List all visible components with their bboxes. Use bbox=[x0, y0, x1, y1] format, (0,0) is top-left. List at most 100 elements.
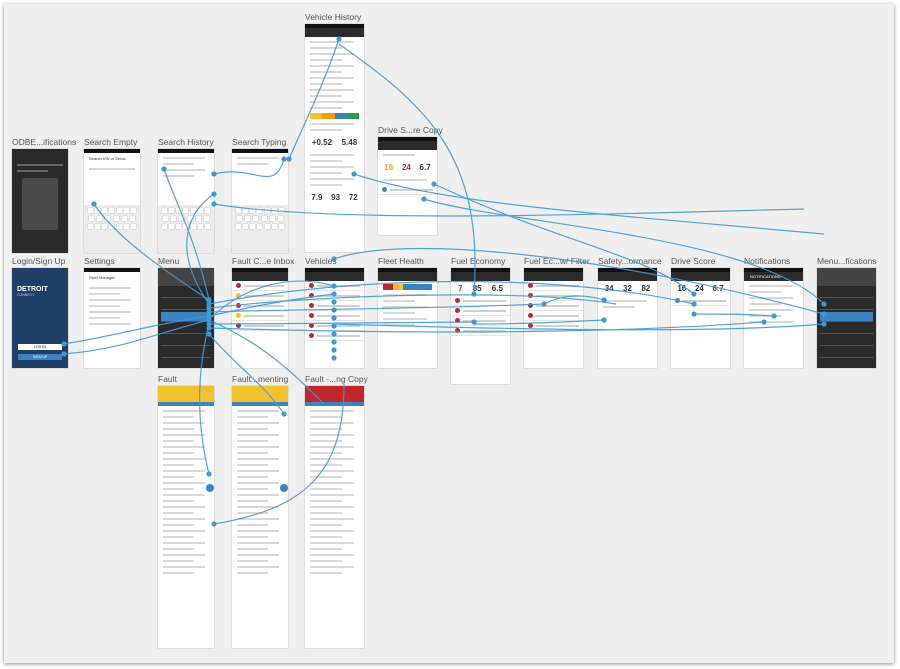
menu-item[interactable] bbox=[161, 300, 211, 310]
screen-menu[interactable]: Menu bbox=[158, 256, 214, 368]
phone-frame bbox=[524, 268, 583, 368]
action-fab[interactable] bbox=[280, 484, 288, 492]
safety-scores: 34 32 82 bbox=[604, 284, 651, 293]
screen-vehicle-history[interactable]: Vehicle History +0.52 5.48 7.9 93 72 bbox=[305, 12, 364, 252]
drive-scores: 16 24 6.7 bbox=[384, 163, 431, 172]
app-bar bbox=[305, 386, 364, 402]
keyboard[interactable] bbox=[84, 205, 140, 253]
drive-score-values: 16 24 6.7 bbox=[677, 284, 724, 293]
device-image bbox=[22, 178, 58, 230]
screen-label: Menu...fications bbox=[817, 256, 877, 266]
screen-label: Notifications bbox=[744, 256, 791, 266]
screen-fleet-health[interactable]: Fleet Health bbox=[378, 256, 437, 368]
signup-button[interactable]: SIGN UP bbox=[18, 354, 62, 360]
menu-item[interactable] bbox=[820, 300, 873, 310]
screen-search-typing[interactable]: Search Typing bbox=[232, 137, 288, 253]
phone-frame: +0.52 5.48 7.9 93 72 bbox=[305, 24, 364, 252]
screen-search-empty[interactable]: Search Empty Search VIN or Serial bbox=[84, 137, 140, 253]
app-bar bbox=[158, 386, 214, 402]
phone-frame bbox=[12, 149, 68, 253]
screen-label: Search Typing bbox=[232, 137, 287, 147]
phone-frame bbox=[158, 268, 214, 368]
screen-fault-commenting[interactable]: Fault...menting bbox=[232, 374, 288, 648]
screen-label: Vehicle History bbox=[305, 12, 362, 22]
phone-frame: NOTIFICATIONS bbox=[744, 268, 803, 368]
screen-drive-score-copy[interactable]: Drive S...re Copy 16 24 6.7 bbox=[378, 125, 443, 235]
screen-fuel-filter[interactable]: Fuel Ec...w/ Filter bbox=[524, 256, 590, 368]
screen-label: Vehicles bbox=[305, 256, 337, 266]
search-input[interactable]: Search VIN or Serial bbox=[89, 156, 126, 161]
screen-label: Safety...ormance bbox=[598, 256, 662, 266]
screen-label: Search Empty bbox=[84, 137, 138, 147]
brand-logo: DETROIT bbox=[17, 286, 48, 293]
keyboard[interactable] bbox=[158, 205, 214, 253]
phone-frame: Search VIN or Serial bbox=[84, 149, 140, 253]
phone-frame bbox=[305, 386, 364, 648]
brand-subtitle: CONNECT bbox=[17, 293, 35, 297]
app-bar bbox=[378, 141, 437, 150]
vehicle-stats: 7.9 93 72 bbox=[311, 193, 358, 202]
screen-obde-notifications[interactable]: ODBE...ifications bbox=[12, 137, 76, 253]
fleet-health-bar bbox=[383, 284, 432, 290]
phone-frame: 16 24 6.7 bbox=[671, 268, 730, 368]
screen-label: Fault C...e Inbox bbox=[232, 256, 295, 266]
phone-frame bbox=[232, 149, 288, 253]
screen-label: Fault bbox=[158, 374, 177, 384]
menu-item[interactable] bbox=[820, 336, 873, 346]
phone-frame: 7 85 6.5 bbox=[451, 268, 510, 384]
screen-label: ODBE...ifications bbox=[12, 137, 77, 147]
menu-item[interactable] bbox=[161, 348, 211, 358]
menu-item[interactable] bbox=[820, 312, 873, 322]
action-fab[interactable] bbox=[206, 484, 214, 492]
screen-label: Search History bbox=[158, 137, 214, 147]
menu-item[interactable] bbox=[161, 288, 211, 298]
screen-label: Fuel Economy bbox=[451, 256, 506, 266]
menu-item[interactable] bbox=[161, 312, 211, 322]
screen-label: Drive Score bbox=[671, 256, 716, 266]
screen-label: Fleet Health bbox=[378, 256, 424, 266]
screen-label: Menu bbox=[158, 256, 180, 266]
phone-frame bbox=[158, 386, 214, 648]
menu-item[interactable] bbox=[161, 324, 211, 334]
app-bar bbox=[305, 28, 364, 37]
app-bar bbox=[232, 386, 288, 402]
phone-frame: 16 24 6.7 bbox=[378, 137, 437, 235]
phone-frame bbox=[305, 268, 364, 368]
phone-frame bbox=[232, 386, 288, 648]
screen-drive-score[interactable]: Drive Score 16 24 6.7 bbox=[671, 256, 730, 368]
menu-item[interactable] bbox=[161, 336, 211, 346]
screen-menu-notifications[interactable]: Menu...fications bbox=[817, 256, 877, 368]
screen-fault[interactable]: Fault bbox=[158, 374, 214, 648]
phone-frame: DETROIT CONNECT LOG IN SIGN UP bbox=[12, 268, 68, 368]
screen-label: Login/Sign Up bbox=[12, 256, 66, 266]
screen-label: Fuel Ec...w/ Filter bbox=[524, 256, 590, 266]
screen-fault-code-inbox[interactable]: Fault C...e Inbox bbox=[232, 256, 294, 368]
phone-frame bbox=[232, 268, 288, 368]
screen-label: Fault -...ng Copy bbox=[305, 374, 368, 384]
keyboard[interactable] bbox=[232, 205, 288, 253]
screen-settings[interactable]: Settings Fleet Manager bbox=[84, 256, 140, 368]
screen-fault-copy[interactable]: Fault -...ng Copy bbox=[305, 374, 368, 648]
screen-notifications[interactable]: Notifications NOTIFICATIONS bbox=[744, 256, 803, 368]
screen-label: Settings bbox=[84, 256, 115, 266]
screen-fuel-economy[interactable]: Fuel Economy 7 85 6.5 bbox=[451, 256, 510, 384]
screen-label: Fault...menting bbox=[232, 374, 289, 384]
settings-user: Fleet Manager bbox=[89, 275, 115, 280]
menu-item[interactable] bbox=[820, 348, 873, 358]
screen-safety-performance[interactable]: Safety...ormance 34 32 82 bbox=[598, 256, 662, 368]
screen-label: Drive S...re Copy bbox=[378, 125, 443, 135]
fuel-stats: 7 85 6.5 bbox=[458, 284, 503, 293]
prototype-canvas: ODBE...ifications Search Empty Search VI… bbox=[4, 4, 894, 663]
login-button[interactable]: LOG IN bbox=[18, 344, 62, 350]
phone-frame bbox=[817, 268, 876, 368]
screen-search-history[interactable]: Search History bbox=[158, 137, 214, 253]
notification-text bbox=[12, 149, 68, 160]
screen-vehicles[interactable]: Vehicles bbox=[305, 256, 364, 368]
phone-frame bbox=[158, 149, 214, 253]
screen-login-signup[interactable]: Login/Sign Up DETROIT CONNECT LOG IN SIG… bbox=[12, 256, 68, 368]
menu-item[interactable] bbox=[820, 324, 873, 334]
phone-frame: 34 32 82 bbox=[598, 268, 657, 368]
phone-frame bbox=[378, 268, 437, 368]
menu-item[interactable] bbox=[820, 288, 873, 298]
phone-frame: Fleet Manager bbox=[84, 268, 140, 368]
